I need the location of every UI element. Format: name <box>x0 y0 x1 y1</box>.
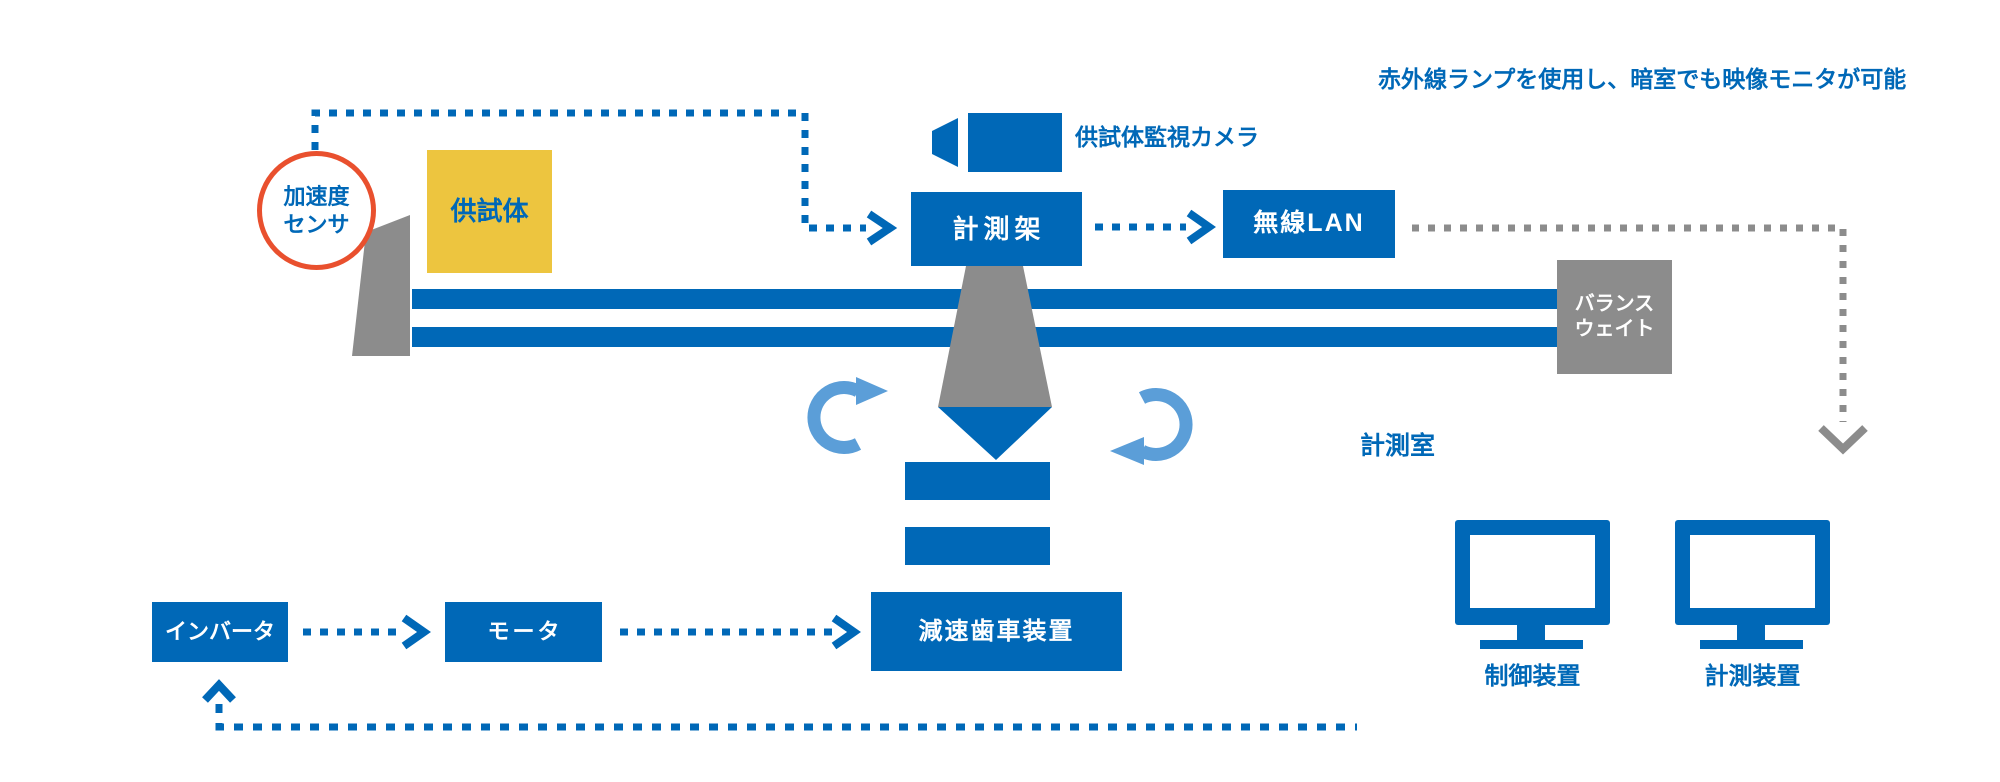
specimen-label: 供試体 <box>450 196 529 227</box>
spindle-flange-lower <box>905 527 1050 565</box>
spindle-cone <box>938 407 1052 460</box>
motor-label: モータ <box>487 619 563 645</box>
spindle-flange-upper <box>905 462 1050 500</box>
motor-box: モータ <box>445 602 602 662</box>
camera-label: 供試体監視カメラ <box>1075 124 1259 150</box>
arrowhead-into-rack <box>866 210 898 246</box>
control-device-label: 制御装置 <box>1484 663 1581 690</box>
reduction-gear-label: 減速歯車装置 <box>918 617 1075 645</box>
camera-icon <box>932 113 1062 172</box>
measurement-device-label: 計測装置 <box>1704 663 1801 690</box>
acceleration-sensor-label-line2: センサ <box>283 211 350 237</box>
balance-weight-box: バランス ウェイト <box>1557 260 1672 374</box>
balance-weight-label-line2: ウェイト <box>1574 318 1655 340</box>
reduction-gear-box: 減速歯車装置 <box>871 592 1122 671</box>
rotation-arrow-right-icon <box>1110 388 1193 465</box>
inverter-box: インバータ <box>152 602 288 662</box>
arrowhead-up-into-inverter <box>202 679 236 703</box>
acceleration-sensor-label-line1: 加速度 <box>283 184 350 209</box>
rotation-arrow-left-icon <box>807 377 888 454</box>
arrowhead-into-motor <box>401 614 431 650</box>
inverter-label: インバータ <box>164 619 275 645</box>
measurement-rack-label: 計測架 <box>952 213 1046 244</box>
specimen-mount-plate <box>352 215 410 356</box>
center-pedestal <box>938 266 1052 407</box>
arrowhead-into-gear <box>831 614 861 650</box>
measurement-rack-box: 計測架 <box>911 192 1082 266</box>
inverter-to-motor-arrow <box>303 614 431 650</box>
rack-to-wlan-arrow <box>1095 209 1216 245</box>
arrowhead-into-wlan <box>1186 209 1216 245</box>
arrowhead-down-gray <box>1818 425 1868 455</box>
infrared-note: 赤外線ランプを使用し、暗室でも映像モニタが可能 <box>1378 66 1907 92</box>
control-feedback-path <box>202 679 1357 731</box>
measurement-room-label: 計測室 <box>1360 432 1436 460</box>
balance-weight-label-line1: バランス <box>1574 293 1655 315</box>
wlan-to-room-path <box>1412 224 1868 455</box>
control-monitor-icon <box>1455 520 1610 649</box>
specimen-box: 供試体 <box>427 150 552 273</box>
sensor-signal-path <box>311 109 898 246</box>
wireless-lan-box: 無線LAN <box>1223 190 1395 258</box>
wireless-lan-label: 無線LAN <box>1253 209 1365 238</box>
motor-to-gear-arrow <box>620 614 861 650</box>
acceleration-sensor-badge: 加速度 センサ <box>257 151 376 270</box>
camera-lens-icon <box>932 118 958 167</box>
measurement-monitor-icon <box>1675 520 1830 649</box>
camera-body-icon <box>968 113 1062 172</box>
